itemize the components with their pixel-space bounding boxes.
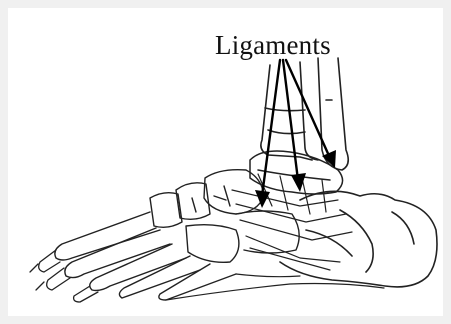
arrowhead-3 [322,150,336,168]
ligament-bands [232,174,352,270]
arrow-2 [283,60,298,180]
arrow-1 [262,60,280,196]
ligaments-label: Ligaments [215,30,331,61]
arrowhead-2 [291,173,306,192]
phalanges-bones [30,250,98,302]
plantar-outline [166,274,384,300]
